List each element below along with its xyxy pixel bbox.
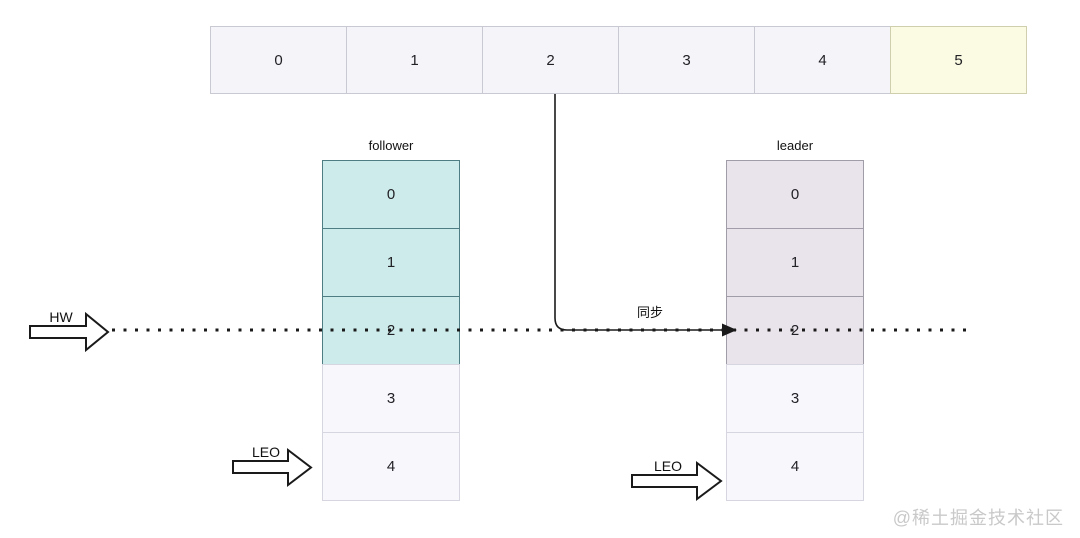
follower-cell-4: 4 (322, 432, 460, 501)
hw-label: HW (49, 309, 73, 325)
leader-log: 0 1 2 3 4 (726, 160, 864, 501)
follower-title: follower (368, 138, 414, 153)
leader-cell-0: 0 (726, 160, 864, 229)
leader-title: leader (776, 138, 814, 153)
leo-leader-label: LEO (653, 458, 682, 474)
follower-cell-0: 0 (322, 160, 460, 229)
offset-cell-1: 1 (346, 26, 483, 94)
leader-cell-2: 2 (726, 296, 864, 365)
leader-cell-4: 4 (726, 432, 864, 501)
offset-cell-4: 4 (754, 26, 891, 94)
offset-cell-0: 0 (210, 26, 347, 94)
follower-cell-3: 3 (322, 364, 460, 433)
offset-row: 0 1 2 3 4 5 (210, 26, 1027, 94)
follower-log: 0 1 2 3 4 (322, 160, 460, 501)
leader-cell-3: 3 (726, 364, 864, 433)
offset-cell-3: 3 (618, 26, 755, 94)
offset-cell-5-highlighted: 5 (890, 26, 1027, 94)
sync-arrow-line (554, 94, 724, 331)
leo-follower-label: LEO (251, 444, 280, 460)
follower-cell-1: 1 (322, 228, 460, 297)
sync-label: 同步 (636, 305, 663, 320)
watermark: @稀土掘金技术社区 (892, 508, 1064, 528)
leader-cell-1: 1 (726, 228, 864, 297)
offset-cell-2: 2 (482, 26, 619, 94)
follower-cell-2: 2 (322, 296, 460, 365)
